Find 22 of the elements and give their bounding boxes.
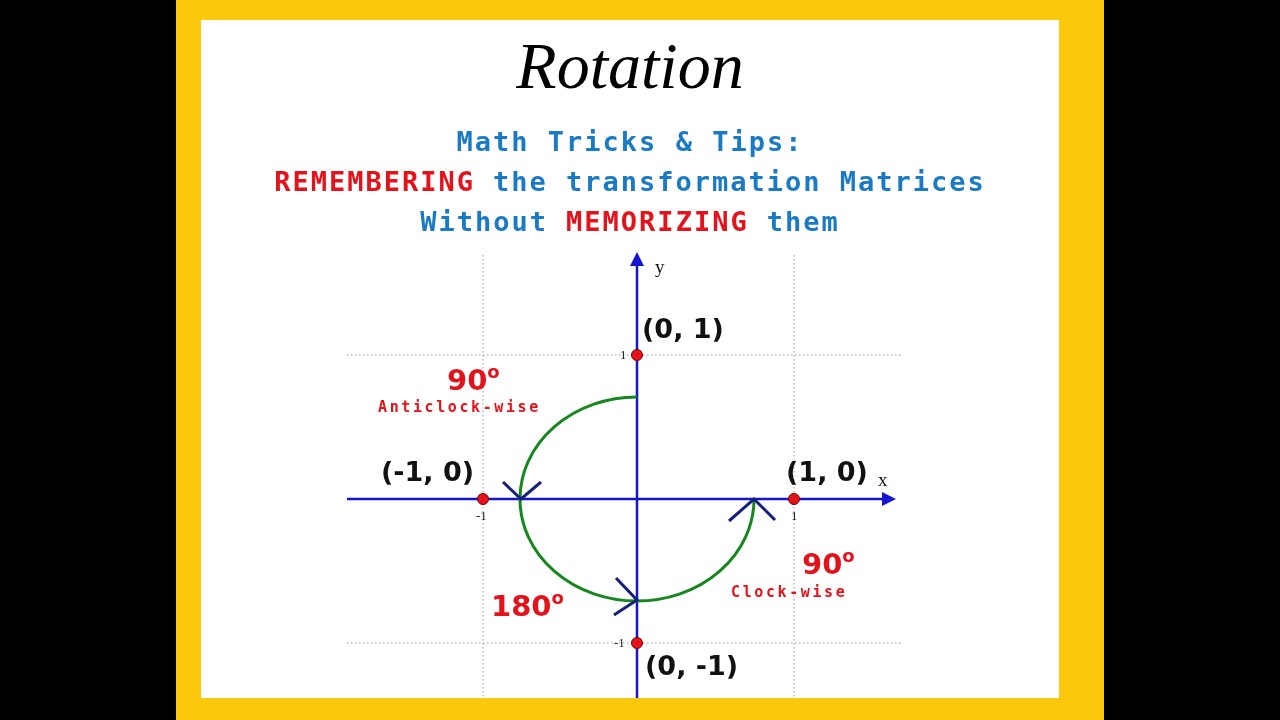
subtitle-text: REMEMBERING (274, 168, 475, 195)
subtitle-text: MEMORIZING (566, 208, 749, 235)
point-label: (1, 0) (786, 458, 868, 485)
point-label: (0, -1) (645, 652, 739, 679)
direction-label: Anticlock-wise (378, 400, 541, 415)
point-label: (-1, 0) (381, 458, 475, 485)
tick-label: -1 (476, 509, 487, 522)
direction-label: Clock-wise (731, 585, 848, 600)
axis-label: x (878, 470, 888, 489)
tick-label: -1 (614, 636, 625, 649)
point-label: (0, 1) (642, 315, 724, 342)
title: Rotation (515, 28, 745, 104)
angle-label: 90$^{o}$ (802, 550, 855, 579)
subtitle-text: them (766, 208, 840, 235)
subtitle-text: Without (420, 208, 549, 235)
axis-label: y (655, 257, 665, 276)
subtitle-text: the transformation Matrices (492, 168, 986, 195)
tick-label: 1 (620, 348, 627, 361)
angle-label: 180$^{o}$ (491, 592, 564, 621)
subtitle-text: Math Tricks & Tips: (456, 128, 804, 155)
angle-label: 90$^{o}$ (447, 366, 500, 395)
tick-label: 1 (791, 509, 798, 522)
